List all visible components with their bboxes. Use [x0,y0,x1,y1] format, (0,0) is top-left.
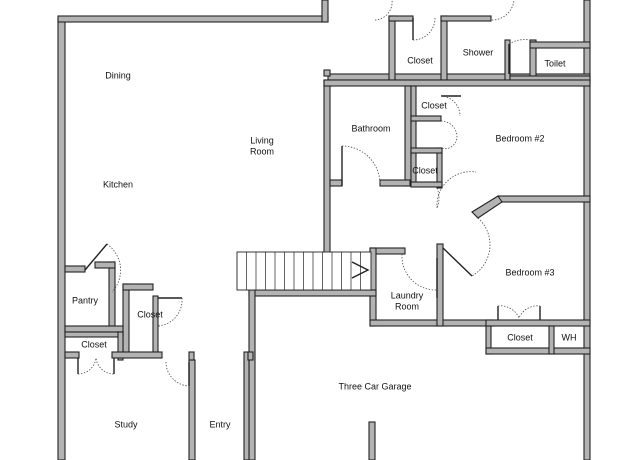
label-bathroom: Bathroom [351,123,390,133]
door-bedroom3 [442,247,473,277]
wall-study-closet-bottom2 [111,351,163,359]
wall-closet-b2-cap [410,147,443,154]
stair-outline [236,251,372,291]
label-kitchen: Kitchen [103,179,133,189]
wall-bath-top [323,79,591,87]
door-swing-closet-top [412,17,436,41]
wall-bath-stub [329,179,343,187]
wall-outer-left [57,17,66,460]
door-swing-top-right [491,0,515,21]
wall-study-right [188,359,196,460]
door-swing-bedroom2-a [436,171,477,209]
label-closet-bed2-upper: Closet [421,100,447,110]
label-closet-bed3: Closet [507,332,533,342]
wall-study-closet-top [64,331,124,338]
stair-arrow [351,261,370,279]
wall-bath-right [404,85,412,187]
wall-study-closet-right [117,331,124,361]
wall-bed2-diagonal [471,195,503,219]
wall-garage-left [248,289,256,460]
wall-shower-left [440,15,448,81]
door-swing-pantry [106,243,121,293]
staircase [236,251,372,291]
label-entry: Entry [209,419,231,429]
wall-closet-p-top [122,283,154,291]
door-swing-closet-b2-upper [440,95,461,117]
wall-pantry-bottom [64,325,126,333]
wall-pantry-top [64,265,86,273]
wall-closet-b2-mid [410,115,442,122]
label-dining: Dining [105,70,131,80]
label-closet-study: Closet [81,339,107,349]
door-swing-closet-pantry [157,297,183,327]
label-closet-pantry: Closet [137,309,163,319]
door-swing-closet-b3 [497,305,541,320]
wall-bed2-bottom [497,195,591,203]
wall-closet-top-left [388,15,396,81]
door-swing-study-closet [77,357,115,375]
door-swing-closet-b2-mid [440,120,458,150]
wall-wh-left [548,325,555,355]
wall-closet-p-left [122,283,130,357]
wall-toilet-top [529,41,591,49]
wall-bath-left [323,79,331,256]
door-swing-study [165,361,190,387]
label-closet-top: Closet [407,55,433,65]
label-study: Study [114,419,138,429]
wall-closet-top-cap [388,15,414,22]
wall-bed3-bottom [485,319,591,327]
wall-pantry-cap [94,261,116,269]
wall-laundry-right [436,243,444,327]
label-garage: Three Car Garage [338,381,411,391]
door-swing-bedroom2-b [436,187,440,209]
label-toilet: Toilet [544,58,566,68]
door-swing-shower [508,39,531,45]
wall-pantry-right [108,261,116,331]
wall-laundry-bottom [369,319,495,327]
wall-garage-pier [368,421,376,460]
wall-top-notch [321,0,329,23]
label-laundry-1: Laundry [391,290,424,300]
wall-garage-top [248,289,377,297]
label-bedroom3: Bedroom #3 [505,267,554,277]
jamb-top-center [323,69,331,77]
jamb-study [188,351,195,361]
door-swing-bathroom [341,145,381,185]
label-laundry-2: Room [395,301,419,311]
door-swing-laundry [401,253,438,291]
wall-bath-bottom [379,179,411,187]
label-pantry: Pantry [72,295,99,305]
stair-steps [246,252,361,290]
label-closet-bed2-lower: Closet [412,165,438,175]
room-labels: Dining Kitchen Living Room Pantry Closet… [72,47,577,429]
jamb-entry [247,351,254,361]
wall-study-closet-bottom [64,351,80,359]
walls [57,0,591,460]
doors [77,0,541,387]
wall-outer-right [583,0,591,460]
wall-shower-cap [440,15,492,22]
label-living-1: Living [250,135,274,145]
label-wh: WH [562,332,577,342]
wall-closet-b3-bottom [485,347,591,355]
label-shower: Shower [463,47,494,57]
wall-entry-right [243,351,250,460]
label-living-2: Room [250,146,274,156]
label-bedroom2: Bedroom #2 [495,133,544,143]
wall-closet-b2-base [410,181,443,188]
door-swing-bedroom3 [471,217,491,277]
wall-closet-p-right [152,295,159,357]
wall-outer-top [57,15,329,23]
door-pantry [84,243,108,271]
